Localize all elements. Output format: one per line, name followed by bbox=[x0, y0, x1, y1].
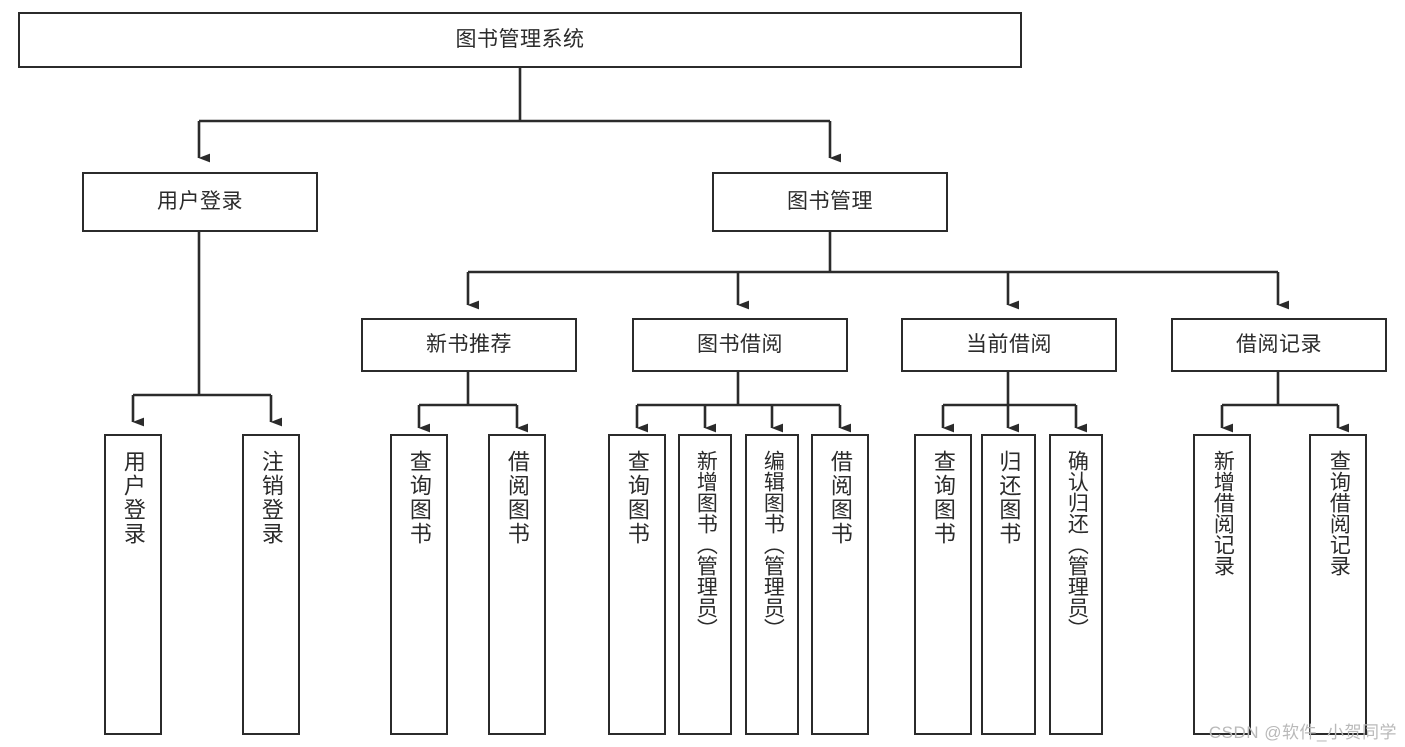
leaf-new-book-query-book[interactable]: 查询图书 bbox=[390, 434, 448, 735]
node-label: 借阅图书 bbox=[504, 450, 530, 546]
leaf-book-borrow-borrow-book[interactable]: 借阅图书 bbox=[811, 434, 869, 735]
node-label: 借阅记录 bbox=[1236, 332, 1322, 356]
node-label: 归还图书 bbox=[996, 450, 1022, 546]
node-book-borrow[interactable]: 图书借阅 bbox=[632, 318, 848, 372]
leaf-current-borrow-return-book[interactable]: 归还图书 bbox=[981, 434, 1036, 735]
node-label: 当前借阅 bbox=[966, 332, 1052, 356]
leaf-new-book-borrow-book[interactable]: 借阅图书 bbox=[488, 434, 546, 735]
node-root-book-management-system[interactable]: 图书管理系统 bbox=[18, 12, 1022, 68]
node-label: 查询图书 bbox=[406, 450, 432, 546]
leaf-user-login-logout[interactable]: 注销登录 bbox=[242, 434, 300, 735]
leaf-borrow-record-add-record[interactable]: 新增借阅记录 bbox=[1193, 434, 1251, 735]
csdn-watermark: CSDN @软件_小贺同学 bbox=[1208, 723, 1397, 742]
node-current-borrow[interactable]: 当前借阅 bbox=[901, 318, 1117, 372]
node-label: 新书推荐 bbox=[426, 332, 512, 356]
node-label: 新增借阅记录 bbox=[1211, 450, 1235, 576]
node-label: 借阅图书 bbox=[827, 450, 853, 546]
leaf-book-borrow-edit-book-admin[interactable]: 编辑图书（管理员） bbox=[745, 434, 799, 735]
node-label: 新增图书（管理员） bbox=[694, 450, 718, 639]
node-label: 查询借阅记录 bbox=[1327, 450, 1351, 576]
leaf-current-borrow-query-book[interactable]: 查询图书 bbox=[914, 434, 972, 735]
leaf-current-borrow-confirm-return-admin[interactable]: 确认归还（管理员） bbox=[1049, 434, 1103, 735]
leaf-book-borrow-add-book-admin[interactable]: 新增图书（管理员） bbox=[678, 434, 732, 735]
node-label: 确认归还（管理员） bbox=[1065, 450, 1089, 639]
node-label: 编辑图书（管理员） bbox=[761, 450, 785, 639]
node-label: 查询图书 bbox=[930, 450, 956, 546]
leaf-user-login-login[interactable]: 用户登录 bbox=[104, 434, 162, 735]
node-label: 图书管理 bbox=[787, 189, 873, 213]
leaf-borrow-record-query-record[interactable]: 查询借阅记录 bbox=[1309, 434, 1367, 735]
node-label: 图书管理系统 bbox=[455, 27, 585, 51]
node-label: 注销登录 bbox=[258, 450, 284, 546]
node-borrow-record[interactable]: 借阅记录 bbox=[1171, 318, 1387, 372]
node-label: 用户登录 bbox=[120, 450, 146, 546]
node-label: 图书借阅 bbox=[697, 332, 783, 356]
node-label: 查询图书 bbox=[624, 450, 650, 546]
leaf-book-borrow-query-book[interactable]: 查询图书 bbox=[608, 434, 666, 735]
node-new-book-recommend[interactable]: 新书推荐 bbox=[361, 318, 577, 372]
node-book-management[interactable]: 图书管理 bbox=[712, 172, 948, 232]
node-user-login[interactable]: 用户登录 bbox=[82, 172, 318, 232]
node-label: 用户登录 bbox=[157, 189, 243, 213]
